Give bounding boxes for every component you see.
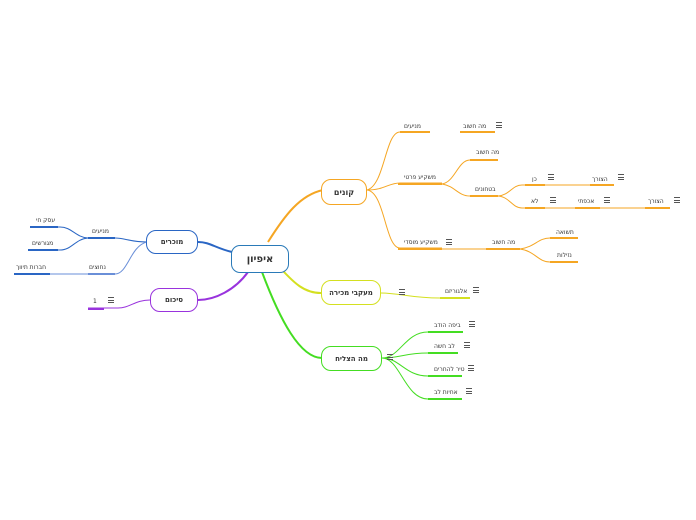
subtopic-private-buyer[interactable]: משקיע פרטי — [404, 174, 436, 181]
connector-private-whatmatters — [441, 159, 498, 185]
connector-whatmatters-yield — [519, 237, 578, 250]
topic-sellers[interactable]: מוכרים — [146, 230, 198, 254]
connector-security-yes — [497, 184, 545, 197]
connector-private-security — [441, 183, 498, 197]
connector-motivations-reasons — [28, 237, 89, 251]
subtopic-what-matters-2[interactable]: מה חשוב — [476, 149, 500, 156]
central-topic-label: איפיון — [246, 253, 274, 265]
note-icon[interactable] — [473, 287, 479, 293]
subtopic-escort-2[interactable]: הצורך — [648, 198, 664, 205]
subtopic-success-4[interactable]: אחיות לב — [434, 389, 458, 396]
connector-security-no — [497, 195, 545, 209]
note-icon[interactable] — [674, 197, 680, 203]
subtopic-buyers-motivations[interactable]: מניעים — [404, 123, 421, 130]
connector-sellers — [197, 241, 233, 253]
connector-buyers-motivations — [366, 131, 430, 191]
topic-summary[interactable]: סיכום — [150, 288, 198, 312]
connector-reviewers-item — [379, 292, 441, 299]
subtopic-algorithm[interactable]: אלגוריזם — [445, 288, 468, 295]
subtopic-security[interactable]: בטחונים — [475, 186, 496, 193]
connector-success-3 — [381, 357, 462, 377]
connector-whatmatters-liquidity — [519, 248, 578, 263]
subtopic-institutional-buyer[interactable]: משקיע מוסדי — [404, 239, 438, 246]
connector-summary-value — [88, 299, 151, 309]
subtopic-yes[interactable]: כן — [532, 176, 537, 183]
subtopic-success-2[interactable]: לב חשה — [434, 343, 455, 350]
topic-reviewers-label: מעקבי מכירה — [329, 288, 373, 297]
subtopic-reasons[interactable]: מגורשים — [32, 240, 54, 247]
note-icon[interactable] — [464, 342, 470, 348]
subtopic-sellers-motivations[interactable]: מניעים — [92, 228, 109, 235]
note-icon[interactable] — [496, 122, 502, 128]
connector-motivations-value — [30, 226, 89, 239]
note-icon[interactable] — [550, 197, 556, 203]
topic-buyers-label: קונים — [333, 187, 355, 197]
subtopic-motives-value[interactable]: עסק חי — [36, 217, 56, 224]
subtopic-liquidity[interactable]: נזילות — [557, 252, 572, 259]
subtopic-attitude[interactable]: אכפתי — [578, 198, 595, 205]
note-icon[interactable] — [108, 297, 114, 303]
note-icon[interactable] — [604, 197, 610, 203]
subtopic-drives-value[interactable]: חברות תיווך — [16, 264, 47, 271]
subtopic-no[interactable]: לא — [531, 198, 539, 205]
topic-buyers[interactable]: קונים — [321, 179, 367, 205]
note-icon[interactable] — [468, 365, 474, 371]
note-icon[interactable] — [469, 321, 475, 327]
subtopic-yield[interactable]: תשואה — [556, 229, 574, 236]
topic-success[interactable]: מה הצליח — [321, 346, 382, 371]
subtopic-what-matters-1[interactable]: מה חשוב — [463, 123, 487, 130]
subtopic-summary-value[interactable]: 1 — [93, 298, 97, 305]
connector-success-2 — [381, 352, 458, 359]
connector-summary — [197, 271, 249, 301]
note-icon[interactable] — [466, 388, 472, 394]
note-icon[interactable] — [618, 174, 624, 180]
note-icon[interactable] — [548, 174, 554, 180]
subtopic-sellers-drives[interactable]: נחוצים — [89, 264, 106, 271]
connector-success — [261, 271, 323, 359]
note-icon[interactable] — [399, 289, 405, 295]
subtopic-success-1[interactable]: ביפה הודב — [434, 322, 461, 329]
connector-sellers-drives — [88, 241, 148, 275]
topic-sellers-label: מוכרים — [160, 238, 184, 246]
note-icon[interactable] — [387, 354, 393, 360]
topic-summary-label: סיכום — [164, 296, 184, 304]
subtopic-what-matters-3[interactable]: מה חשוב — [492, 239, 516, 246]
connector-sellers-motivations — [88, 237, 148, 243]
subtopic-escort[interactable]: הצורך — [592, 176, 608, 183]
topic-success-label: מה הצליח — [335, 354, 368, 363]
connector-buyers-institutional — [366, 189, 442, 249]
central-topic[interactable]: איפיון — [231, 245, 289, 273]
subtopic-success-3[interactable]: טיר להחרים — [434, 366, 465, 373]
topic-reviewers[interactable]: מעקבי מכירה — [321, 280, 381, 305]
note-icon[interactable] — [446, 239, 452, 245]
connector-buyers — [267, 189, 324, 243]
